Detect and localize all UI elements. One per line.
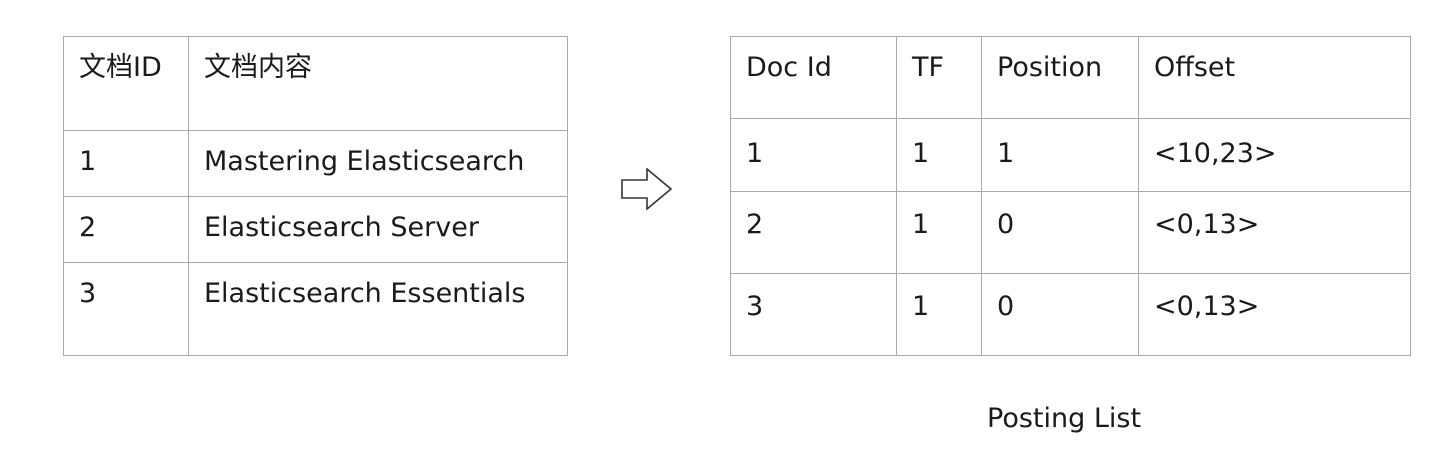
header-cell-offset: Offset bbox=[1138, 36, 1411, 119]
table-row: 3 Elasticsearch Essentials bbox=[63, 262, 568, 356]
table-cell: Elasticsearch Essentials bbox=[188, 262, 568, 356]
posting-list-caption: Posting List bbox=[987, 403, 1142, 434]
table-cell: <10,23> bbox=[1138, 118, 1411, 192]
header-cell-doc-id: 文档ID bbox=[63, 36, 189, 131]
table-cell: <0,13> bbox=[1138, 191, 1411, 274]
table-row: 2 1 0 <0,13> bbox=[730, 191, 1411, 274]
table-row: 3 1 0 <0,13> bbox=[730, 273, 1411, 356]
table-cell: 2 bbox=[730, 191, 897, 274]
table-cell: Mastering Elasticsearch bbox=[188, 130, 568, 197]
right-arrow-icon bbox=[621, 168, 673, 210]
table-cell: 0 bbox=[981, 191, 1139, 274]
table-cell: 1 bbox=[896, 273, 982, 356]
table-header-row: Doc Id TF Position Offset bbox=[730, 36, 1411, 119]
table-cell: 1 bbox=[63, 130, 189, 197]
header-cell-doc-content: 文档内容 bbox=[188, 36, 568, 131]
document-table: 文档ID 文档内容 1 Mastering Elasticsearch 2 El… bbox=[63, 36, 568, 356]
table-row: 2 Elasticsearch Server bbox=[63, 196, 568, 263]
table-cell: 1 bbox=[896, 191, 982, 274]
table-header-row: 文档ID 文档内容 bbox=[63, 36, 568, 131]
table-row: 1 1 1 <10,23> bbox=[730, 118, 1411, 192]
table-cell: 1 bbox=[730, 118, 897, 192]
table-cell: 3 bbox=[730, 273, 897, 356]
table-cell: 2 bbox=[63, 196, 189, 263]
table-cell: <0,13> bbox=[1138, 273, 1411, 356]
table-cell: 1 bbox=[896, 118, 982, 192]
table-cell: 3 bbox=[63, 262, 189, 356]
table-cell: 0 bbox=[981, 273, 1139, 356]
table-cell: Elasticsearch Server bbox=[188, 196, 568, 263]
header-cell-position: Position bbox=[981, 36, 1139, 119]
table-row: 1 Mastering Elasticsearch bbox=[63, 130, 568, 197]
table-cell: 1 bbox=[981, 118, 1139, 192]
header-cell-tf: TF bbox=[896, 36, 982, 119]
header-cell-doc-id: Doc Id bbox=[730, 36, 897, 119]
posting-list-table: Doc Id TF Position Offset 1 1 1 <10,23> … bbox=[730, 36, 1411, 356]
